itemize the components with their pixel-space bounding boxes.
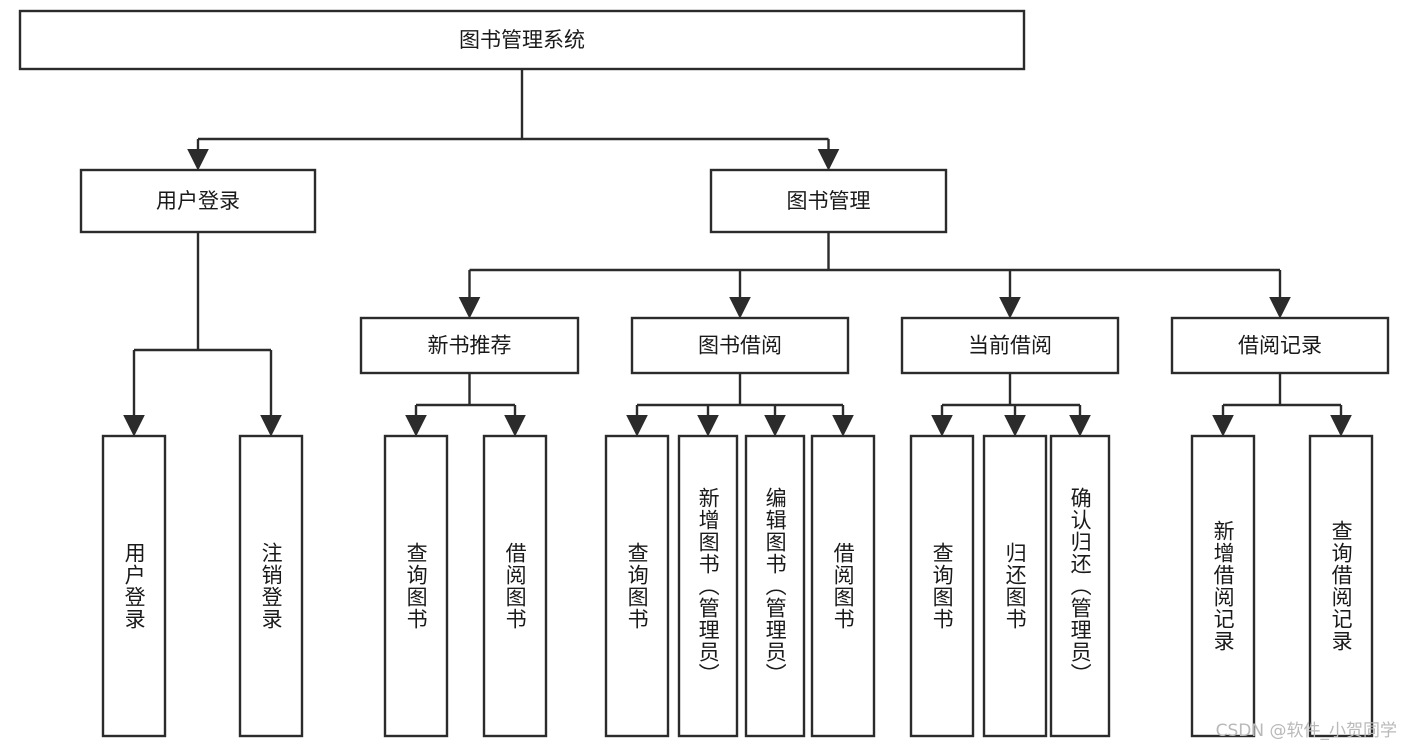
level3-node-label-current-borrow: 当前借阅 bbox=[968, 334, 1052, 358]
leaf-node-box-leaf-query-book-1[interactable] bbox=[383, 434, 449, 738]
leaf-node-box-leaf-return-book[interactable] bbox=[982, 434, 1048, 738]
leaf-node-box-leaf-borrow-book-2[interactable] bbox=[810, 434, 876, 738]
root-node-label: 图书管理系统 bbox=[459, 28, 585, 52]
level2-node-label-user-login: 用户登录 bbox=[156, 189, 240, 213]
leaf-node-box-leaf-confirm-return[interactable] bbox=[1049, 434, 1111, 738]
level3-node-box-current-borrow[interactable] bbox=[900, 316, 1120, 375]
leaf-node-box-leaf-user-login[interactable] bbox=[101, 434, 167, 738]
leaf-node-box-leaf-borrow-book-1[interactable] bbox=[482, 434, 548, 738]
level3-node-label-borrow-record: 借阅记录 bbox=[1238, 334, 1322, 358]
level3-node-box-borrow-record[interactable] bbox=[1170, 316, 1390, 375]
level2-node-box-user-login[interactable] bbox=[79, 168, 317, 234]
leaf-node-box-leaf-query-book-2[interactable] bbox=[604, 434, 670, 738]
leaf-node-box-leaf-logout[interactable] bbox=[238, 434, 304, 738]
leaf-node-box-leaf-add-record[interactable] bbox=[1190, 434, 1256, 738]
leaf-node-box-leaf-edit-book[interactable] bbox=[744, 434, 806, 738]
level3-node-label-new-book-recommend: 新书推荐 bbox=[428, 334, 512, 358]
leaf-node-box-leaf-query-record[interactable] bbox=[1308, 434, 1374, 738]
level2-node-label-book-management: 图书管理 bbox=[787, 189, 871, 213]
level3-node-box-book-borrow[interactable] bbox=[630, 316, 850, 375]
level3-node-label-book-borrow: 图书借阅 bbox=[698, 334, 782, 358]
leaf-node-box-leaf-add-book[interactable] bbox=[677, 434, 739, 738]
level3-node-box-new-book-recommend[interactable] bbox=[359, 316, 580, 375]
connector-layer bbox=[123, 69, 1352, 437]
level2-node-box-book-management[interactable] bbox=[709, 168, 948, 234]
root-node-box[interactable] bbox=[18, 9, 1026, 71]
leaf-node-box-leaf-query-book-3[interactable] bbox=[909, 434, 975, 738]
